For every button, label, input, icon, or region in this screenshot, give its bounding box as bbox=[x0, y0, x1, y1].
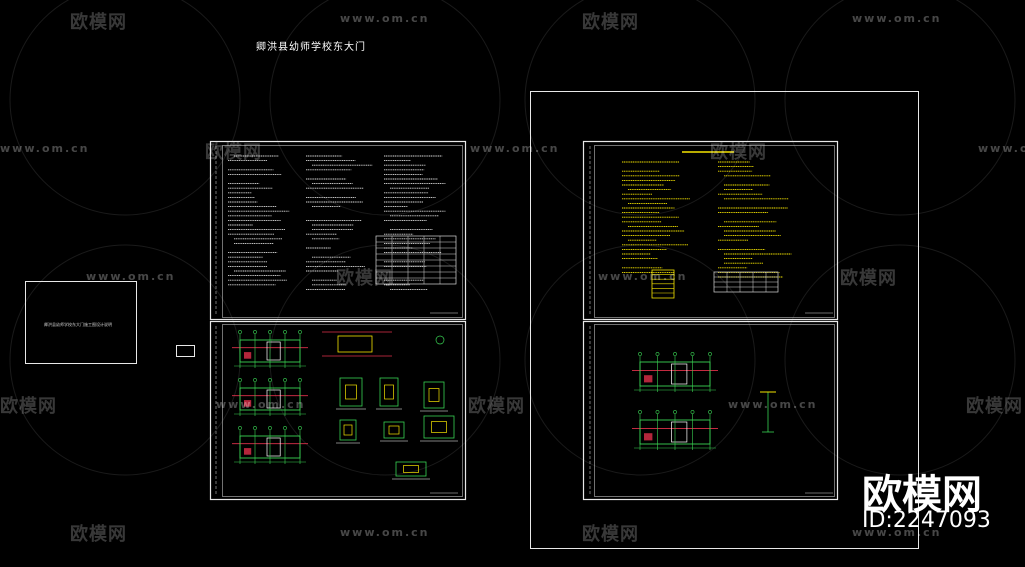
watermark-url: www.om.cn bbox=[728, 398, 818, 411]
watermark-logo: 欧模网 bbox=[0, 396, 57, 417]
watermark-logo: 欧模网 bbox=[205, 142, 262, 163]
watermark-logo: 欧模网 bbox=[468, 396, 525, 417]
watermark-logo: 欧模网 bbox=[582, 524, 639, 545]
watermark-url: www.om.cn bbox=[0, 142, 90, 155]
watermark-logo: 欧模网 bbox=[840, 268, 897, 289]
watermark-url: www.om.cn bbox=[340, 526, 430, 539]
drawing-title: 卿洪县幼师学校东大门 bbox=[256, 42, 366, 53]
sheet-left-bottom[interactable] bbox=[209, 320, 467, 501]
plans-right-sheet bbox=[430, 312, 833, 494]
sheet-right-top[interactable] bbox=[582, 140, 839, 321]
notes-text-right-sheet bbox=[589, 146, 792, 496]
left-title-block[interactable] bbox=[25, 281, 137, 364]
watermark-url: www.om.cn bbox=[216, 398, 306, 411]
watermark-logo: 欧模网 bbox=[336, 268, 393, 289]
plans-left-sheet bbox=[232, 330, 458, 480]
watermark-url: www.om.cn bbox=[978, 142, 1025, 155]
small-marker-box[interactable] bbox=[176, 345, 195, 357]
watermark-logo: 欧模网 bbox=[70, 524, 127, 545]
watermark-logo: 欧模网 bbox=[70, 12, 127, 33]
title-block-text: 卿洪县幼师学校东大门施工图设计说明 bbox=[44, 322, 112, 327]
brand-logo-text: 欧模网 bbox=[862, 472, 982, 518]
sheet-right-outer[interactable] bbox=[530, 91, 919, 549]
drawing-id-label: ID:2247093 bbox=[862, 508, 991, 533]
watermark-url: www.om.cn bbox=[86, 270, 176, 283]
watermark-url: www.om.cn bbox=[852, 526, 942, 539]
watermark-url: www.om.cn bbox=[598, 270, 688, 283]
watermark-url: www.om.cn bbox=[470, 142, 560, 155]
notes-text-left-sheet bbox=[215, 146, 457, 496]
watermark-logo: 欧模网 bbox=[710, 142, 767, 163]
sheet-left-top[interactable] bbox=[209, 140, 467, 321]
sheet-right-bottom[interactable] bbox=[582, 320, 839, 501]
watermark-logo: 欧模网 bbox=[582, 12, 639, 33]
watermark-logo: 欧模网 bbox=[966, 396, 1023, 417]
watermark-url: www.om.cn bbox=[340, 12, 430, 25]
watermark-url: www.om.cn bbox=[852, 12, 942, 25]
